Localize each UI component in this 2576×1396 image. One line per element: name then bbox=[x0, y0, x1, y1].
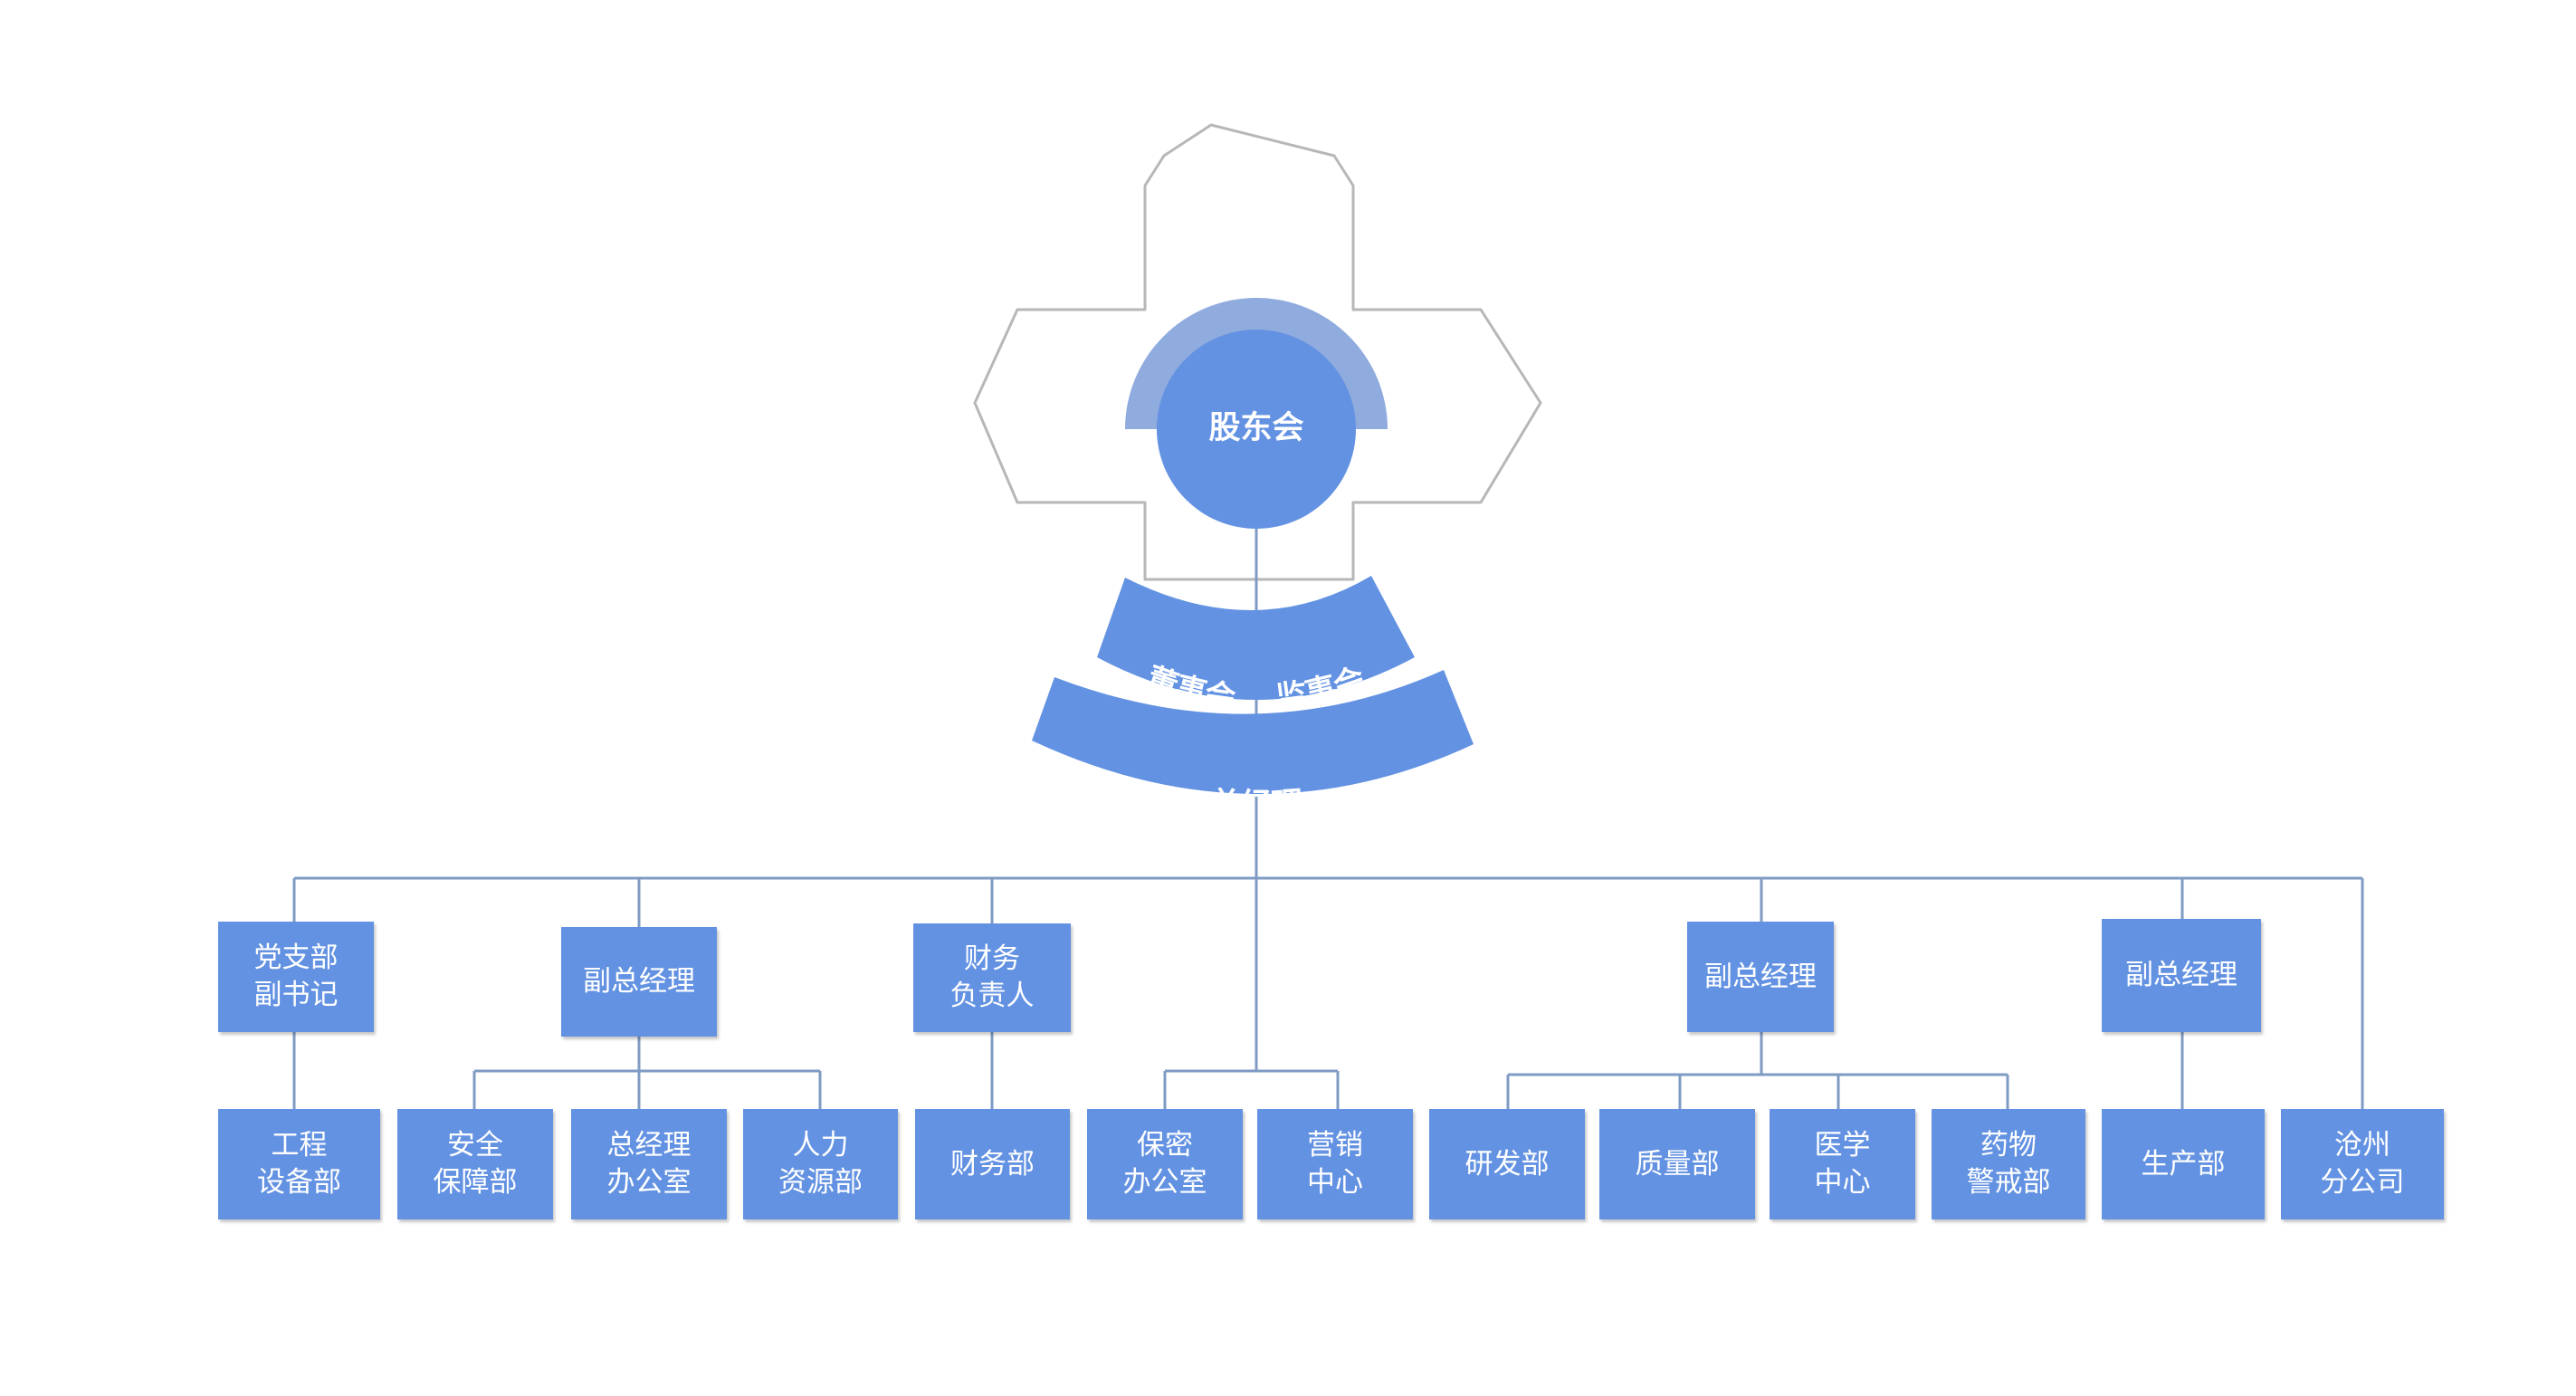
finance-head-box: 财务 负责人 bbox=[913, 923, 1071, 1032]
hr-line1: 人力 bbox=[792, 1129, 849, 1162]
rnd-label: 研发部 bbox=[1465, 1147, 1550, 1181]
vp-a-box: 副总经理 bbox=[561, 927, 717, 1037]
hr-line2: 资源部 bbox=[778, 1166, 863, 1199]
party-secretary-line2: 副书记 bbox=[253, 979, 339, 1011]
cangzhou-box: 沧州 分公司 bbox=[2281, 1109, 2444, 1219]
engineering-line2: 设备部 bbox=[257, 1166, 341, 1199]
shareholders-label: 股东会 bbox=[1208, 410, 1303, 446]
gm-office-line1: 总经理 bbox=[606, 1129, 692, 1162]
production-label: 生产部 bbox=[2141, 1147, 2226, 1181]
vp-a-label: 副总经理 bbox=[583, 965, 695, 999]
engineering-box: 工程 设备部 bbox=[218, 1109, 380, 1219]
vp-c-box: 副总经理 bbox=[2102, 919, 2261, 1032]
marketing-box: 营销 中心 bbox=[1257, 1109, 1413, 1219]
general-manager-band bbox=[1032, 670, 1474, 795]
cross-outline bbox=[973, 123, 1542, 581]
security-office-line1: 保密 bbox=[1137, 1129, 1193, 1162]
board-band bbox=[1097, 576, 1415, 700]
party-secretary-line1: 党支部 bbox=[253, 942, 339, 975]
connector-lines bbox=[292, 797, 2364, 1109]
medical-box: 医学 中心 bbox=[1770, 1109, 1915, 1219]
finance-head-line1: 财务 bbox=[964, 942, 1020, 976]
shareholders-circle bbox=[1157, 330, 1356, 529]
cangzhou-line2: 分公司 bbox=[2320, 1166, 2405, 1199]
pharmacovigilance-line2: 警戒部 bbox=[1966, 1166, 2051, 1199]
finance-box: 财务部 bbox=[915, 1109, 1070, 1219]
finance-head-line2: 负责人 bbox=[949, 980, 1035, 1012]
finance-label: 财务部 bbox=[950, 1147, 1035, 1181]
marketing-line2: 中心 bbox=[1307, 1166, 1363, 1199]
pharmacovigilance-line1: 药物 bbox=[1980, 1129, 2037, 1162]
rnd-box: 研发部 bbox=[1429, 1109, 1585, 1219]
quality-label: 质量部 bbox=[1635, 1147, 1720, 1181]
medical-line2: 中心 bbox=[1814, 1166, 1871, 1199]
pharmacovigilance-box: 药物 警戒部 bbox=[1932, 1109, 2085, 1219]
shareholders-halo bbox=[1125, 298, 1388, 429]
production-box: 生产部 bbox=[2102, 1109, 2265, 1219]
marketing-line1: 营销 bbox=[1307, 1129, 1363, 1162]
engineering-line1: 工程 bbox=[271, 1129, 328, 1162]
gm-office-box: 总经理 办公室 bbox=[571, 1109, 727, 1219]
medical-line1: 医学 bbox=[1814, 1129, 1871, 1162]
cangzhou-line1: 沧州 bbox=[2334, 1129, 2390, 1162]
safety-line1: 安全 bbox=[447, 1129, 503, 1162]
security-office-line2: 办公室 bbox=[1122, 1166, 1207, 1199]
vp-c-label: 副总经理 bbox=[2125, 959, 2237, 992]
vp-b-label: 副总经理 bbox=[1704, 960, 1817, 993]
security-office-box: 保密 办公室 bbox=[1087, 1109, 1243, 1219]
safety-box: 安全 保障部 bbox=[397, 1109, 553, 1219]
safety-line2: 保障部 bbox=[433, 1166, 518, 1199]
hr-box: 人力 资源部 bbox=[743, 1109, 898, 1219]
vp-b-box: 副总经理 bbox=[1687, 922, 1834, 1032]
quality-box: 质量部 bbox=[1599, 1109, 1755, 1219]
gm-office-line2: 办公室 bbox=[606, 1166, 692, 1199]
party-secretary-box: 党支部 副书记 bbox=[218, 922, 374, 1032]
